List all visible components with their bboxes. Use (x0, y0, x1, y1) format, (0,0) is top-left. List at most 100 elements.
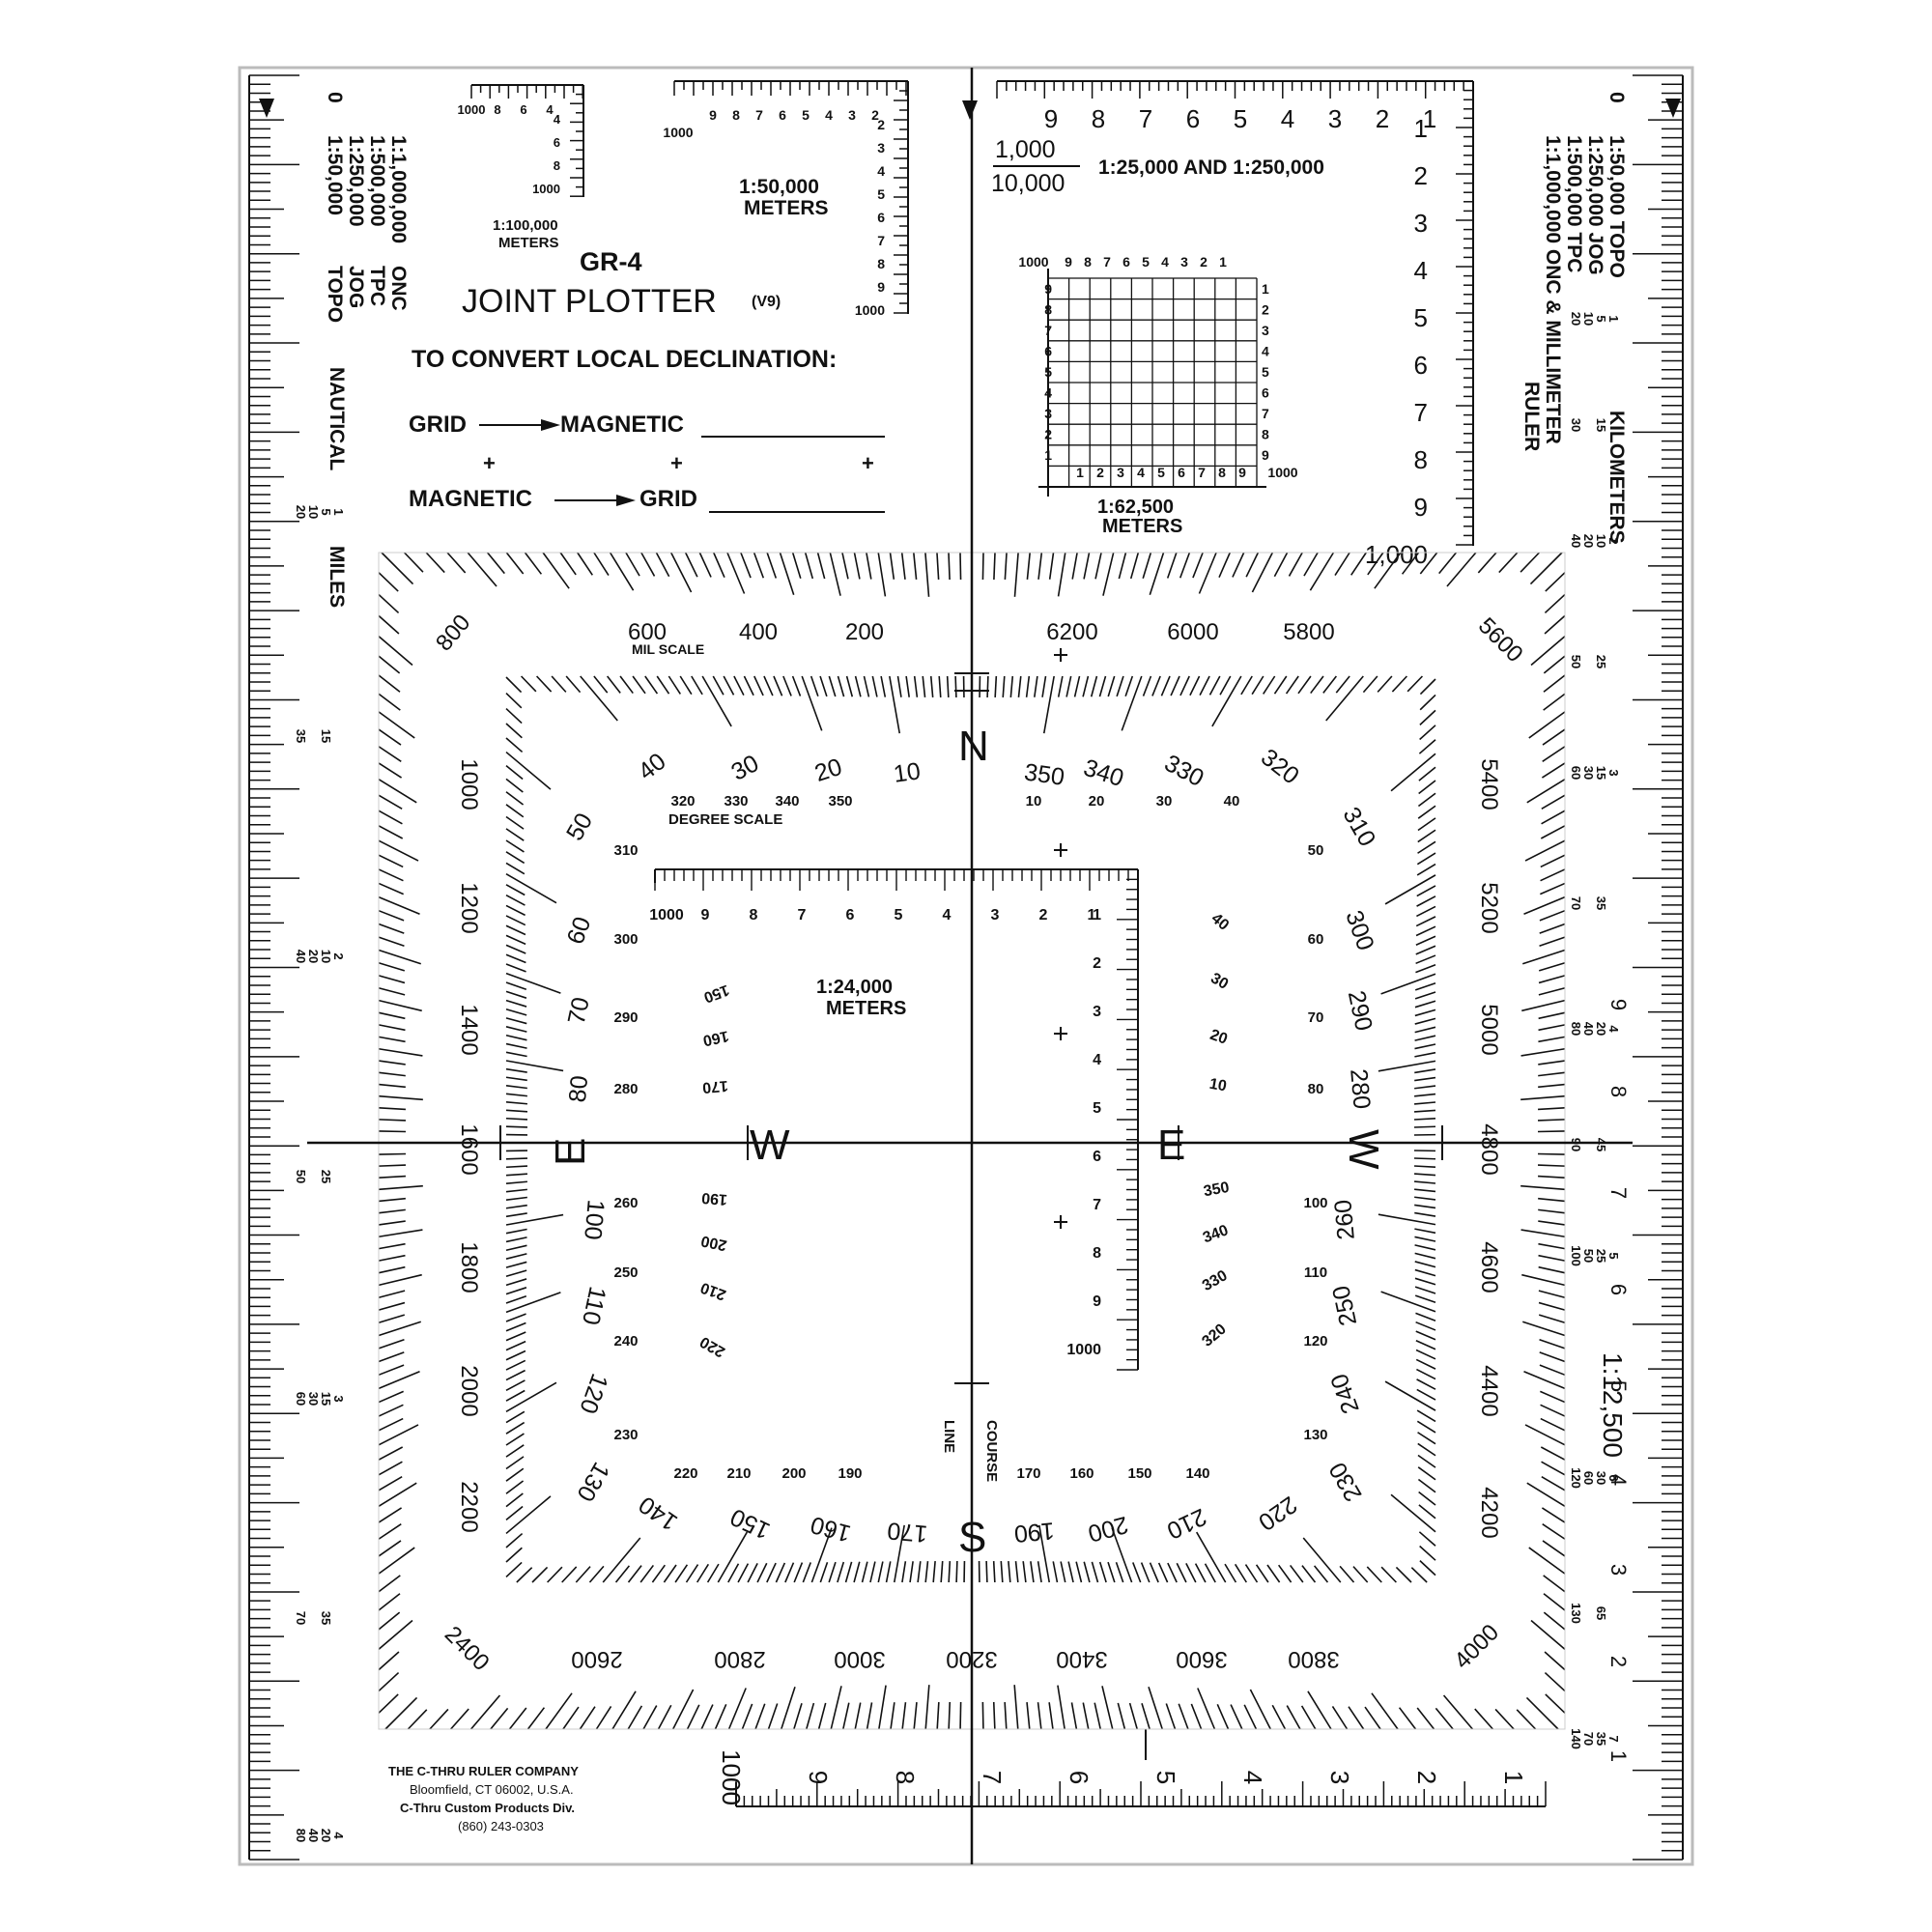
top-ruler-digit: 2 (1376, 104, 1389, 133)
right-mark-label: 5 (1594, 315, 1608, 322)
mil-tick (378, 1220, 406, 1226)
degree-tick (1014, 1561, 1019, 1583)
degree-tick (1418, 766, 1436, 781)
degree-tick (861, 1561, 868, 1583)
degree-tick (691, 675, 703, 696)
degree-small-label: 60 (1308, 931, 1324, 948)
degree-tick (1098, 675, 1107, 697)
inner-side-digit: 9 (1093, 1293, 1101, 1310)
right-mark-label: 80 (1569, 1022, 1583, 1036)
left-scale-250k: 1:250,000 (345, 135, 367, 227)
degree-label: 10 (892, 757, 922, 788)
mil-tick (1057, 552, 1066, 597)
degree-tick (1415, 1358, 1436, 1370)
right-mark-label: 140 (1569, 1728, 1583, 1749)
degree-tick (505, 1076, 527, 1082)
mil-tick (378, 1370, 420, 1390)
mil-tick (378, 1024, 406, 1032)
right-mark-label: 30 (1569, 418, 1583, 432)
maker-division: C-Thru Custom Products Div. (400, 1801, 575, 1815)
degree-small-label: 80 (1308, 1081, 1324, 1097)
degree-tick (505, 1369, 526, 1381)
mil-tick (924, 1685, 930, 1730)
degree-small-label: 190 (838, 1465, 862, 1482)
degree-tick (1000, 1560, 1004, 1583)
grid-62500-label: 1:62,500 (1097, 497, 1174, 518)
degree-tick (565, 675, 582, 694)
grid-right-digit: 6 (1262, 385, 1269, 401)
left-mark-label: 5 (319, 508, 333, 515)
mil-tick (1538, 987, 1566, 996)
degree-tick (1417, 1442, 1436, 1457)
mil-tick (766, 552, 778, 579)
mil-tick (378, 1301, 406, 1311)
degree-tick (505, 1467, 525, 1482)
mil-tick (579, 1706, 596, 1730)
degree-tick (1413, 1118, 1436, 1121)
mil-tick (700, 1704, 714, 1730)
mil-tick (767, 1703, 779, 1730)
degree-tick (1413, 1109, 1436, 1113)
mil-tick (1520, 552, 1541, 573)
mil-tick (378, 794, 403, 810)
mil-tick (1198, 552, 1217, 594)
side-ruler-digit: 7 (1414, 398, 1428, 427)
mil-tick (378, 1547, 415, 1575)
maker-address: Bloomfield, CT 06002, U.S.A. (410, 1782, 574, 1797)
mil-tick (1520, 1094, 1566, 1101)
declination-instruction: TO CONVERT LOCAL DECLINATION: (412, 346, 837, 373)
degree-tick (1002, 675, 1006, 698)
mil-tick (1541, 1507, 1566, 1523)
left-mark-label: 4 (331, 1832, 346, 1839)
degree-inner-label: 350 (1203, 1179, 1231, 1200)
degree-tick (1414, 1204, 1436, 1209)
degree-tick (913, 675, 919, 697)
mil-tick (1537, 1152, 1566, 1155)
degree-tick (602, 1537, 641, 1583)
mil-tick (1539, 1351, 1566, 1363)
mil-tick (1528, 711, 1566, 739)
mil-tick (524, 552, 543, 575)
mil-label: 3400 (1056, 1646, 1107, 1672)
mil-tick (378, 1351, 405, 1363)
mil-tick (1364, 1706, 1381, 1730)
degree-tick (924, 1561, 929, 1583)
mil-tick (378, 936, 405, 948)
mil-tick (1083, 552, 1091, 580)
mil-tick (1524, 839, 1566, 862)
degree-tick (505, 1313, 526, 1322)
degree-tick (1415, 954, 1436, 965)
degree-tick (505, 1051, 527, 1058)
degree-tick (1380, 1566, 1397, 1583)
degree-tick (505, 1253, 527, 1260)
scale-12500-label: 1:12,500 (1598, 1352, 1628, 1458)
degree-tick (505, 981, 527, 990)
degree-inner-label: 30 (1208, 970, 1231, 993)
degree-tick (782, 675, 792, 696)
right-ruler-digit: 3 (1606, 1564, 1631, 1576)
inner-top-digit: 1 (1088, 907, 1096, 923)
scale-100k-digit: 8 (494, 102, 500, 117)
scale-50k-digit: 2 (871, 107, 879, 123)
degree-tick (1302, 1537, 1342, 1583)
degree-tick (1170, 675, 1180, 696)
degree-tick (505, 873, 557, 904)
degree-tick (505, 1410, 526, 1424)
mil-tick (1538, 1242, 1566, 1250)
mil-tick (378, 854, 404, 868)
mil-label: 1000 (456, 758, 482, 810)
mil-tick (1542, 1523, 1566, 1540)
inner-top-digit: 9 (701, 907, 710, 923)
degree-tick (1266, 1564, 1281, 1583)
mil-tick (1539, 936, 1566, 948)
degree-tick (1335, 675, 1350, 694)
mil-label: 2000 (456, 1365, 482, 1416)
mil-tick (1540, 1404, 1566, 1417)
magnetic-to-grid-row: MAGNETIC GRID (409, 486, 885, 513)
top-ruler-digit: 9 (1044, 104, 1058, 133)
degree-small-label: 310 (613, 842, 638, 859)
degree-tick (505, 884, 526, 896)
left-scale-50k: 1:50,000 (324, 135, 346, 215)
